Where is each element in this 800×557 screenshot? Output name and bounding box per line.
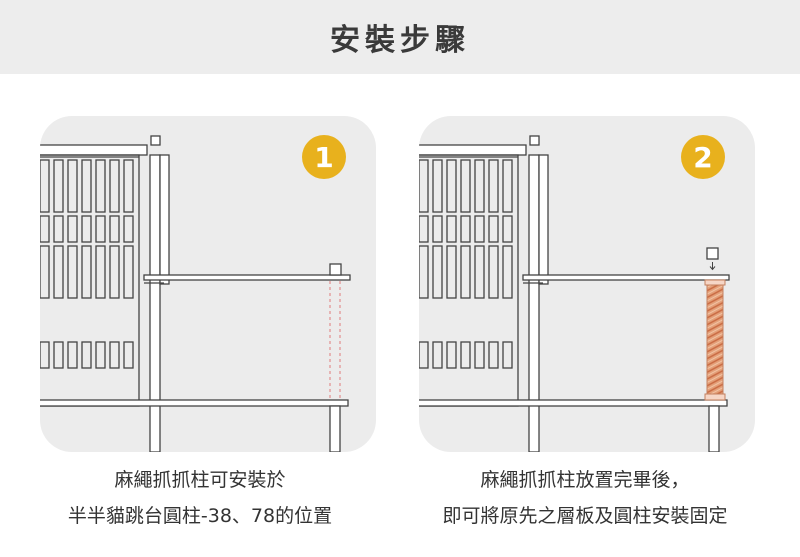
bottom-shelf <box>40 399 349 407</box>
install-guide <box>329 281 341 400</box>
top-rail <box>419 144 527 156</box>
middle-shelf <box>522 274 730 281</box>
caption-line: 即可將原先之層板及圓柱安裝固定 <box>442 505 728 527</box>
middle-shelf <box>143 274 351 281</box>
header-bar: 安裝步驟 <box>0 0 800 74</box>
main-post-cap <box>529 135 540 146</box>
down-arrow-icon <box>709 262 716 271</box>
step-1-diagram <box>40 135 351 452</box>
step-2-panel: 2 <box>419 116 755 452</box>
main-post-cap <box>150 135 161 146</box>
top-rail <box>40 144 148 156</box>
post-top-ring <box>704 279 726 286</box>
step-2-diagram <box>419 135 730 452</box>
back-slats <box>419 159 513 369</box>
main-post <box>149 154 161 452</box>
step-number-badge: 1 <box>302 135 346 179</box>
front-post-leg <box>329 405 341 452</box>
main-post <box>528 154 540 452</box>
caption-line: 半半貓跳台圓柱-38、78的位置 <box>67 505 333 527</box>
step-number-badge: 2 <box>681 135 725 179</box>
page-title: 安裝步驟 <box>330 23 470 58</box>
step-1-caption: 麻繩抓抓柱可安裝於 半半貓跳台圓柱-38、78的位置 <box>0 462 400 534</box>
bottom-shelf <box>419 399 728 407</box>
post-bottom-ring <box>704 393 726 401</box>
back-slats <box>40 159 134 369</box>
post-cap-to-install <box>706 247 719 260</box>
step-2-caption: 麻繩抓抓柱放置完畢後， 即可將原先之層板及圓柱安裝固定 <box>385 462 785 534</box>
caption-line: 麻繩抓抓柱放置完畢後， <box>480 469 690 491</box>
front-post-leg <box>708 405 720 452</box>
front-post-cap <box>329 263 342 276</box>
caption-line: 麻繩抓抓柱可安裝於 <box>114 469 286 491</box>
step-1-panel: 1 <box>40 116 376 452</box>
sisal-scratching-post <box>706 284 724 395</box>
